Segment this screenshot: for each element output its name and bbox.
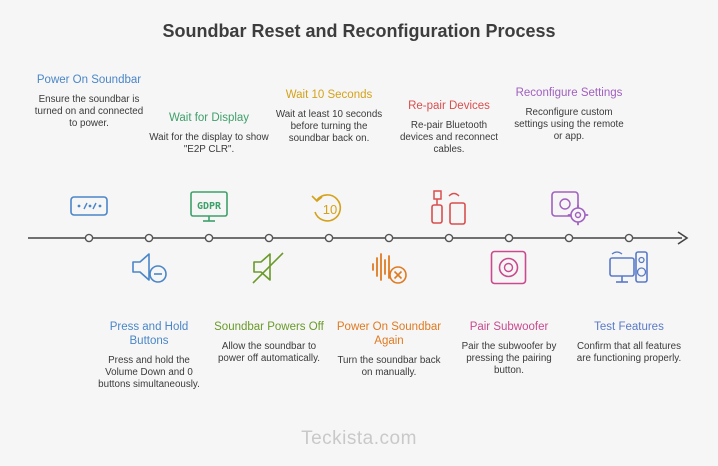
- step-3-title: Wait for Display: [168, 112, 250, 124]
- timeline-arrow-head: [677, 231, 689, 245]
- step-6-title: Power On Soundbar Again: [336, 321, 442, 347]
- step-10: Test Features Confirm that all features …: [574, 320, 684, 365]
- timeline-node-2: [144, 233, 154, 243]
- step-1-description: Ensure the soundbar is turned on and con…: [34, 94, 144, 130]
- step-8-title: Pair Subwoofer: [469, 321, 549, 333]
- svg-text:10: 10: [323, 202, 337, 217]
- step-6-description: Turn the soundbar back on manually.: [337, 355, 441, 379]
- step-10-title: Test Features: [594, 321, 664, 333]
- sound-off-icon: [372, 253, 407, 284]
- mute-icon: [252, 252, 284, 284]
- step-7-description: Re-pair Bluetooth devices and reconnect …: [399, 120, 499, 156]
- step-2-title: Press and Hold Buttons: [109, 321, 189, 347]
- timeline-node-7: [444, 233, 454, 243]
- step-1-title: Power On Soundbar: [36, 74, 142, 86]
- display-icon: GDPR: [190, 191, 228, 222]
- step-9-description: Reconfigure custom settings using the re…: [514, 107, 624, 143]
- timeline-node-4: [264, 233, 274, 243]
- timeline-node-9: [564, 233, 574, 243]
- step-3-description: Wait for the display to show "E2P CLR".: [149, 132, 269, 156]
- settings-icon: [551, 191, 589, 226]
- step-10-description: Confirm that all features are functionin…: [576, 341, 682, 365]
- step-5: Wait 10 Seconds Wait at least 10 seconds…: [269, 88, 389, 146]
- step-6: Power On Soundbar Again Turn the soundba…: [334, 320, 444, 379]
- timeline-node-10: [624, 233, 634, 243]
- watermark: Teckista.com: [301, 428, 417, 449]
- step-9: Reconfigure Settings Reconfigure custom …: [509, 86, 629, 144]
- step-7: Re-pair Devices Re-pair Bluetooth device…: [394, 99, 504, 157]
- step-1: Power On Soundbar Ensure the soundbar is…: [34, 73, 144, 131]
- step-4-description: Allow the soundbar to power off automati…: [217, 341, 320, 365]
- remote-icon: [70, 196, 108, 216]
- step-4: Soundbar Powers Off Allow the soundbar t…: [214, 320, 324, 365]
- step-8-description: Pair the subwoofer by pressing the pairi…: [461, 341, 557, 377]
- step-4-title: Soundbar Powers Off: [214, 321, 324, 333]
- volume-down-icon: [132, 253, 167, 283]
- step-2-description: Press and hold the Volume Down and 0 but…: [98, 355, 200, 391]
- timeline-node-3: [204, 233, 214, 243]
- step-7-title: Re-pair Devices: [408, 100, 490, 112]
- step-2: Press and Hold Buttons Press and hold th…: [94, 320, 204, 392]
- test-system-icon: [609, 251, 648, 283]
- step-8: Pair Subwoofer Pair the subwoofer by pre…: [454, 320, 564, 378]
- svg-text:GDPR: GDPR: [197, 201, 222, 212]
- devices-icon: [431, 190, 466, 225]
- timeline-node-1: [84, 233, 94, 243]
- step-9-title: Reconfigure Settings: [515, 87, 623, 99]
- page-title: Soundbar Reset and Reconfiguration Proce…: [162, 21, 556, 41]
- step-5-description: Wait at least 10 seconds before turning …: [275, 109, 383, 145]
- replay-10-icon: 10: [311, 194, 342, 222]
- timeline-node-6: [384, 233, 394, 243]
- step-3: Wait for Display Wait for the display to…: [149, 111, 269, 156]
- subwoofer-icon: [490, 250, 527, 285]
- timeline-node-8: [504, 233, 514, 243]
- step-5-title: Wait 10 Seconds: [285, 89, 373, 101]
- timeline-node-5: [324, 233, 334, 243]
